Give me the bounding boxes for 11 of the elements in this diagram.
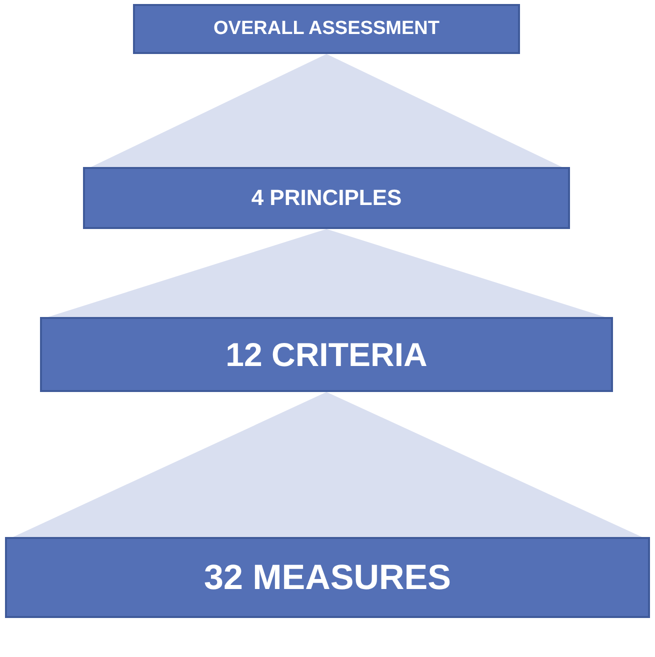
level-box: [83, 167, 570, 229]
level-box: [40, 317, 613, 392]
fan-connector: [48, 229, 605, 317]
fan-connector: [13, 392, 642, 537]
level-label: 4 PRINCIPLES: [251, 185, 402, 211]
level-box: [133, 4, 520, 54]
level-label: OVERALL ASSESSMENT: [214, 18, 440, 40]
level-label: 12 CRITERIA: [226, 336, 428, 374]
fan-connector: [91, 54, 562, 167]
level-box: [5, 537, 650, 618]
level-label: 32 MEASURES: [204, 558, 452, 598]
